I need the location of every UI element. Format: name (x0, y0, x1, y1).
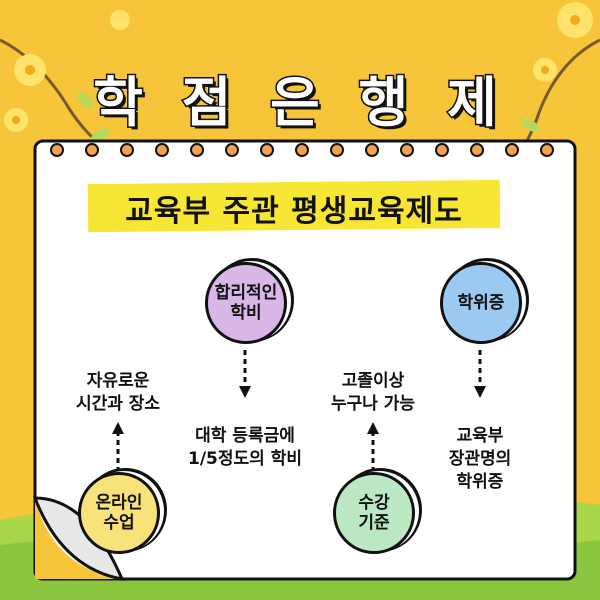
tuition-desc-1: 대학 등록금에 (195, 426, 295, 446)
online-description: 자유로운 시간과 장소 (48, 370, 188, 416)
tuition-description: 대학 등록금에 1/5정도의 학비 (170, 425, 320, 471)
tuition-circle: 합리적인 학비 (205, 262, 287, 344)
degree-desc-3: 학위증 (456, 471, 504, 492)
degree-circle: 학위증 (440, 262, 522, 344)
online-desc-1: 자유로운 (86, 371, 150, 391)
degree-desc-1: 교육부 (456, 426, 504, 446)
page-title: 학 점 은 행 제 (92, 70, 507, 136)
tuition-desc-2: 1/5정도의 학비 (188, 448, 302, 469)
flower-icon (4, 2, 593, 132)
degree-description: 교육부 장관명의 학위증 (420, 425, 540, 494)
criteria-line-1: 수강 (358, 492, 390, 513)
degree-line-1: 학위증 (457, 292, 505, 313)
criteria-desc-2: 누구나 가능 (330, 393, 416, 414)
tuition-line-2: 학비 (230, 303, 262, 323)
criteria-desc-1: 고졸이상 (341, 371, 405, 391)
online-line-2: 수업 (103, 513, 135, 533)
online-desc-2: 시간과 장소 (75, 393, 161, 414)
degree-desc-2: 장관명의 (448, 448, 512, 469)
online-line-1: 온라인 (95, 492, 143, 513)
notebook-board (32, 139, 577, 581)
criteria-circle: 수강 기준 (333, 472, 415, 554)
criteria-line-2: 기준 (358, 513, 390, 533)
tuition-line-1: 합리적인 (214, 282, 278, 303)
subtitle: 교육부 주관 평생교육제도 (125, 194, 463, 229)
criteria-description: 고졸이상 누구나 가능 (303, 370, 443, 416)
online-circle: 온라인 수업 (78, 472, 160, 554)
binder-rings (50, 143, 554, 157)
